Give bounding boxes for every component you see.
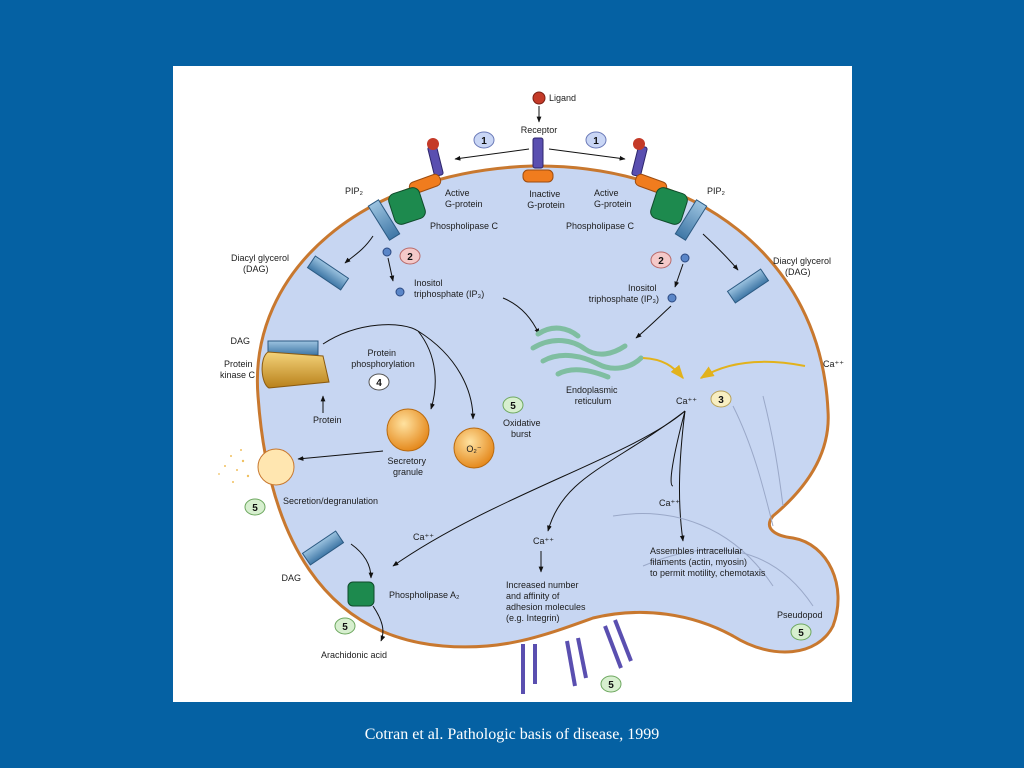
o2-label: O₂⁻ <box>466 444 481 454</box>
filament-lines-icon <box>612 395 814 607</box>
step-1-left-badge: 1 <box>473 131 495 149</box>
step-5-phospholipase-badge: 5 <box>334 617 356 635</box>
phospholipase-c-right-label: Phospholipase C <box>566 221 635 231</box>
oxidative-burst-icon <box>453 427 495 469</box>
dag-right-icon <box>726 268 770 304</box>
svg-text:2: 2 <box>658 256 664 267</box>
protein-kinase-c-icon <box>261 351 330 389</box>
adhesion-label: Increased number and affinity of adhesio… <box>506 580 588 623</box>
endoplasmic-reticulum-icon <box>530 325 644 380</box>
ca-right-label: Ca⁺⁺ <box>659 498 680 508</box>
ligand-label: Ligand <box>549 93 576 103</box>
dag-left-label: Diacyl glycerol (DAG) <box>231 253 292 274</box>
step-1-right-badge: 1 <box>585 131 607 149</box>
left-receptor-complex <box>367 138 444 241</box>
ip3-left-icon <box>382 247 392 257</box>
arachidonic-acid-label: Arachidonic acid <box>321 650 387 660</box>
figure-panel: Ligand Receptor 1 1 Inactive G-protein <box>173 66 852 702</box>
step-4-badge: 4 <box>368 373 390 391</box>
right-receptor-complex <box>631 138 708 241</box>
active-g-protein-left-label: Active G-protein <box>445 188 483 209</box>
degranulation-vesicle-icon <box>257 448 295 486</box>
ip3-left-label: Inositol triphosphate (IP₃) <box>414 278 484 299</box>
dag-pkc-label: DAG <box>230 336 250 346</box>
step-2-left-badge: 2 <box>399 247 421 265</box>
svg-text:4: 4 <box>376 378 382 389</box>
step-5-integrin-badge: 5 <box>600 675 622 693</box>
protein-label: Protein <box>313 415 342 425</box>
active-g-protein-right-label: Active G-protein <box>594 188 632 209</box>
inactive-g-protein-icon <box>522 169 554 183</box>
svg-text:5: 5 <box>252 503 258 514</box>
pseudopod-label: Pseudopod <box>777 610 823 620</box>
er-label: Endoplasmic reticulum <box>566 385 620 406</box>
svg-text:2: 2 <box>407 252 413 263</box>
dag-right-label: Diacyl glycerol (DAG) <box>773 256 834 277</box>
secretion-label: Secretion/degranulation <box>283 496 378 506</box>
svg-text:5: 5 <box>510 401 516 412</box>
svg-text:5: 5 <box>798 628 804 639</box>
step-5-oxidative-badge: 5 <box>502 396 524 414</box>
pip2-right-label: PIP₂ <box>707 186 726 196</box>
ca-outside-label: Ca⁺⁺ <box>823 359 844 369</box>
phospholipase-c-left-label: Phospholipase C <box>430 221 499 231</box>
dag-bottom-icon <box>301 530 345 566</box>
released-granules-icon <box>218 449 250 483</box>
ca-center-label: Ca⁺⁺ <box>676 396 697 406</box>
step-5-pseudopod-badge: 5 <box>790 623 812 641</box>
ip3-right-icon <box>680 253 690 263</box>
svg-text:1: 1 <box>593 136 599 147</box>
ca-left-label: Ca⁺⁺ <box>413 532 434 542</box>
inactive-g-protein-label: Inactive G-protein <box>527 189 565 210</box>
dag-bottom-label: DAG <box>281 573 301 583</box>
protein-phosphorylation-label: Protein phosphorylation <box>351 348 415 369</box>
receptor-label: Receptor <box>521 125 558 135</box>
phospholipase-a2-icon <box>347 581 375 607</box>
ligand-icon <box>532 91 546 105</box>
step-3-badge: 3 <box>710 390 732 408</box>
dag-left-icon <box>306 255 350 291</box>
svg-text:1: 1 <box>481 136 487 147</box>
pip2-left-label: PIP₂ <box>345 186 364 196</box>
secretory-granule-icon <box>386 408 430 452</box>
svg-text:5: 5 <box>342 622 348 633</box>
slide-caption: Cotran et al. Pathologic basis of diseas… <box>364 726 660 743</box>
protein-kinase-c-label: Protein kinase C <box>220 359 256 380</box>
integrin-molecules-icon <box>521 619 633 694</box>
filaments-label: Assembles intracellular filaments (actin… <box>650 546 766 578</box>
ca-middle-label: Ca⁺⁺ <box>533 536 554 546</box>
secretory-granule-label: Secretory granule <box>387 456 428 477</box>
svg-text:3: 3 <box>718 395 724 406</box>
cell-signaling-diagram: Ligand Receptor 1 1 Inactive G-protein <box>218 91 844 694</box>
svg-text:5: 5 <box>608 680 614 691</box>
step-5-secretion-badge: 5 <box>244 498 266 516</box>
receptor-icon <box>532 137 544 169</box>
ip3-right-label: Inositol triphosphate (IP₃) <box>589 283 659 304</box>
step-2-right-badge: 2 <box>650 251 672 269</box>
oxidative-burst-label: Oxidative burst <box>503 418 543 439</box>
phospholipase-a2-label: Phospholipase A₂ <box>389 590 460 600</box>
